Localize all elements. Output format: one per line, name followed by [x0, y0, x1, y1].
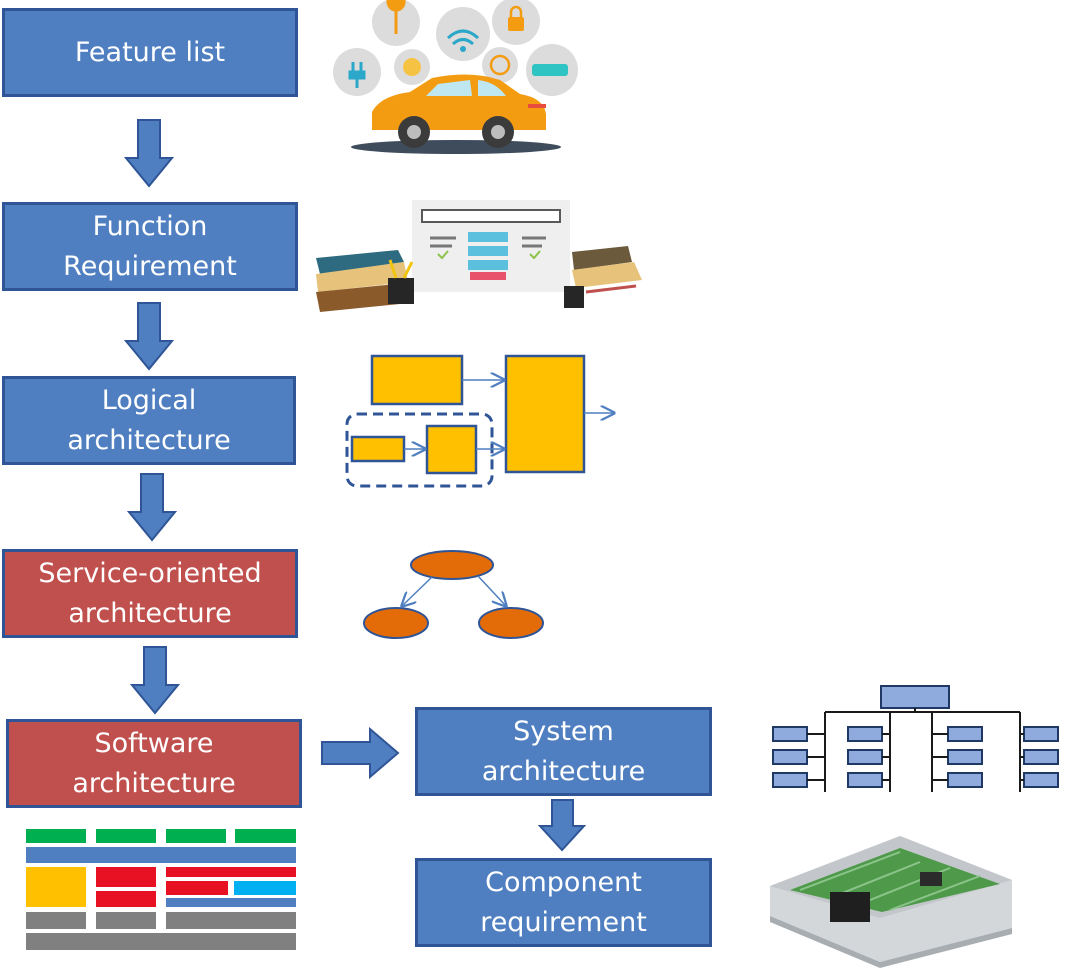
requirements-document-icon — [316, 200, 642, 312]
flow-arrow-2 — [123, 302, 175, 371]
node-software-architecture: Software architecture — [6, 719, 302, 808]
flow-arrow-1 — [123, 119, 175, 188]
node-software-architecture-line-2: architecture — [72, 767, 236, 799]
flow-arrow-horizontal — [321, 726, 400, 780]
node-logical-architecture: Logical architecture — [2, 376, 296, 465]
node-function-requirement-line-1: Function — [92, 210, 208, 242]
node-logical-architecture-line-2: architecture — [67, 424, 231, 456]
flow-arrow-5 — [537, 799, 587, 852]
flow-arrow-4 — [129, 646, 181, 715]
service-tree-diagram — [363, 550, 544, 639]
node-component-requirement-line-1: Component — [485, 866, 642, 898]
node-component-requirement: Component requirement — [415, 858, 712, 947]
node-feature-list: Feature list — [2, 8, 298, 97]
node-software-architecture-line-1: Software — [94, 727, 214, 759]
software-layer-stack — [26, 829, 296, 950]
node-system-architecture: System architecture — [415, 707, 712, 796]
node-feature-list-line-1: Feature list — [74, 36, 226, 68]
node-function-requirement: Function Requirement — [2, 202, 298, 291]
connected-car-icon — [333, 0, 578, 154]
node-function-requirement-line-2: Requirement — [63, 250, 237, 282]
logical-block-diagram — [345, 354, 614, 488]
node-system-architecture-line-1: System — [513, 715, 614, 747]
node-service-oriented-architecture-line-2: architecture — [68, 597, 232, 629]
node-system-architecture-line-2: architecture — [481, 755, 646, 787]
flow-arrow-3 — [126, 473, 178, 542]
ecu-hardware-icon — [770, 836, 1012, 968]
node-component-requirement-line-2: requirement — [480, 906, 647, 938]
system-hierarchy-diagram — [772, 685, 1059, 792]
node-service-oriented-architecture: Service-oriented architecture — [2, 549, 298, 638]
node-service-oriented-architecture-line-1: Service-oriented — [38, 557, 262, 589]
node-logical-architecture-line-1: Logical — [101, 384, 197, 416]
